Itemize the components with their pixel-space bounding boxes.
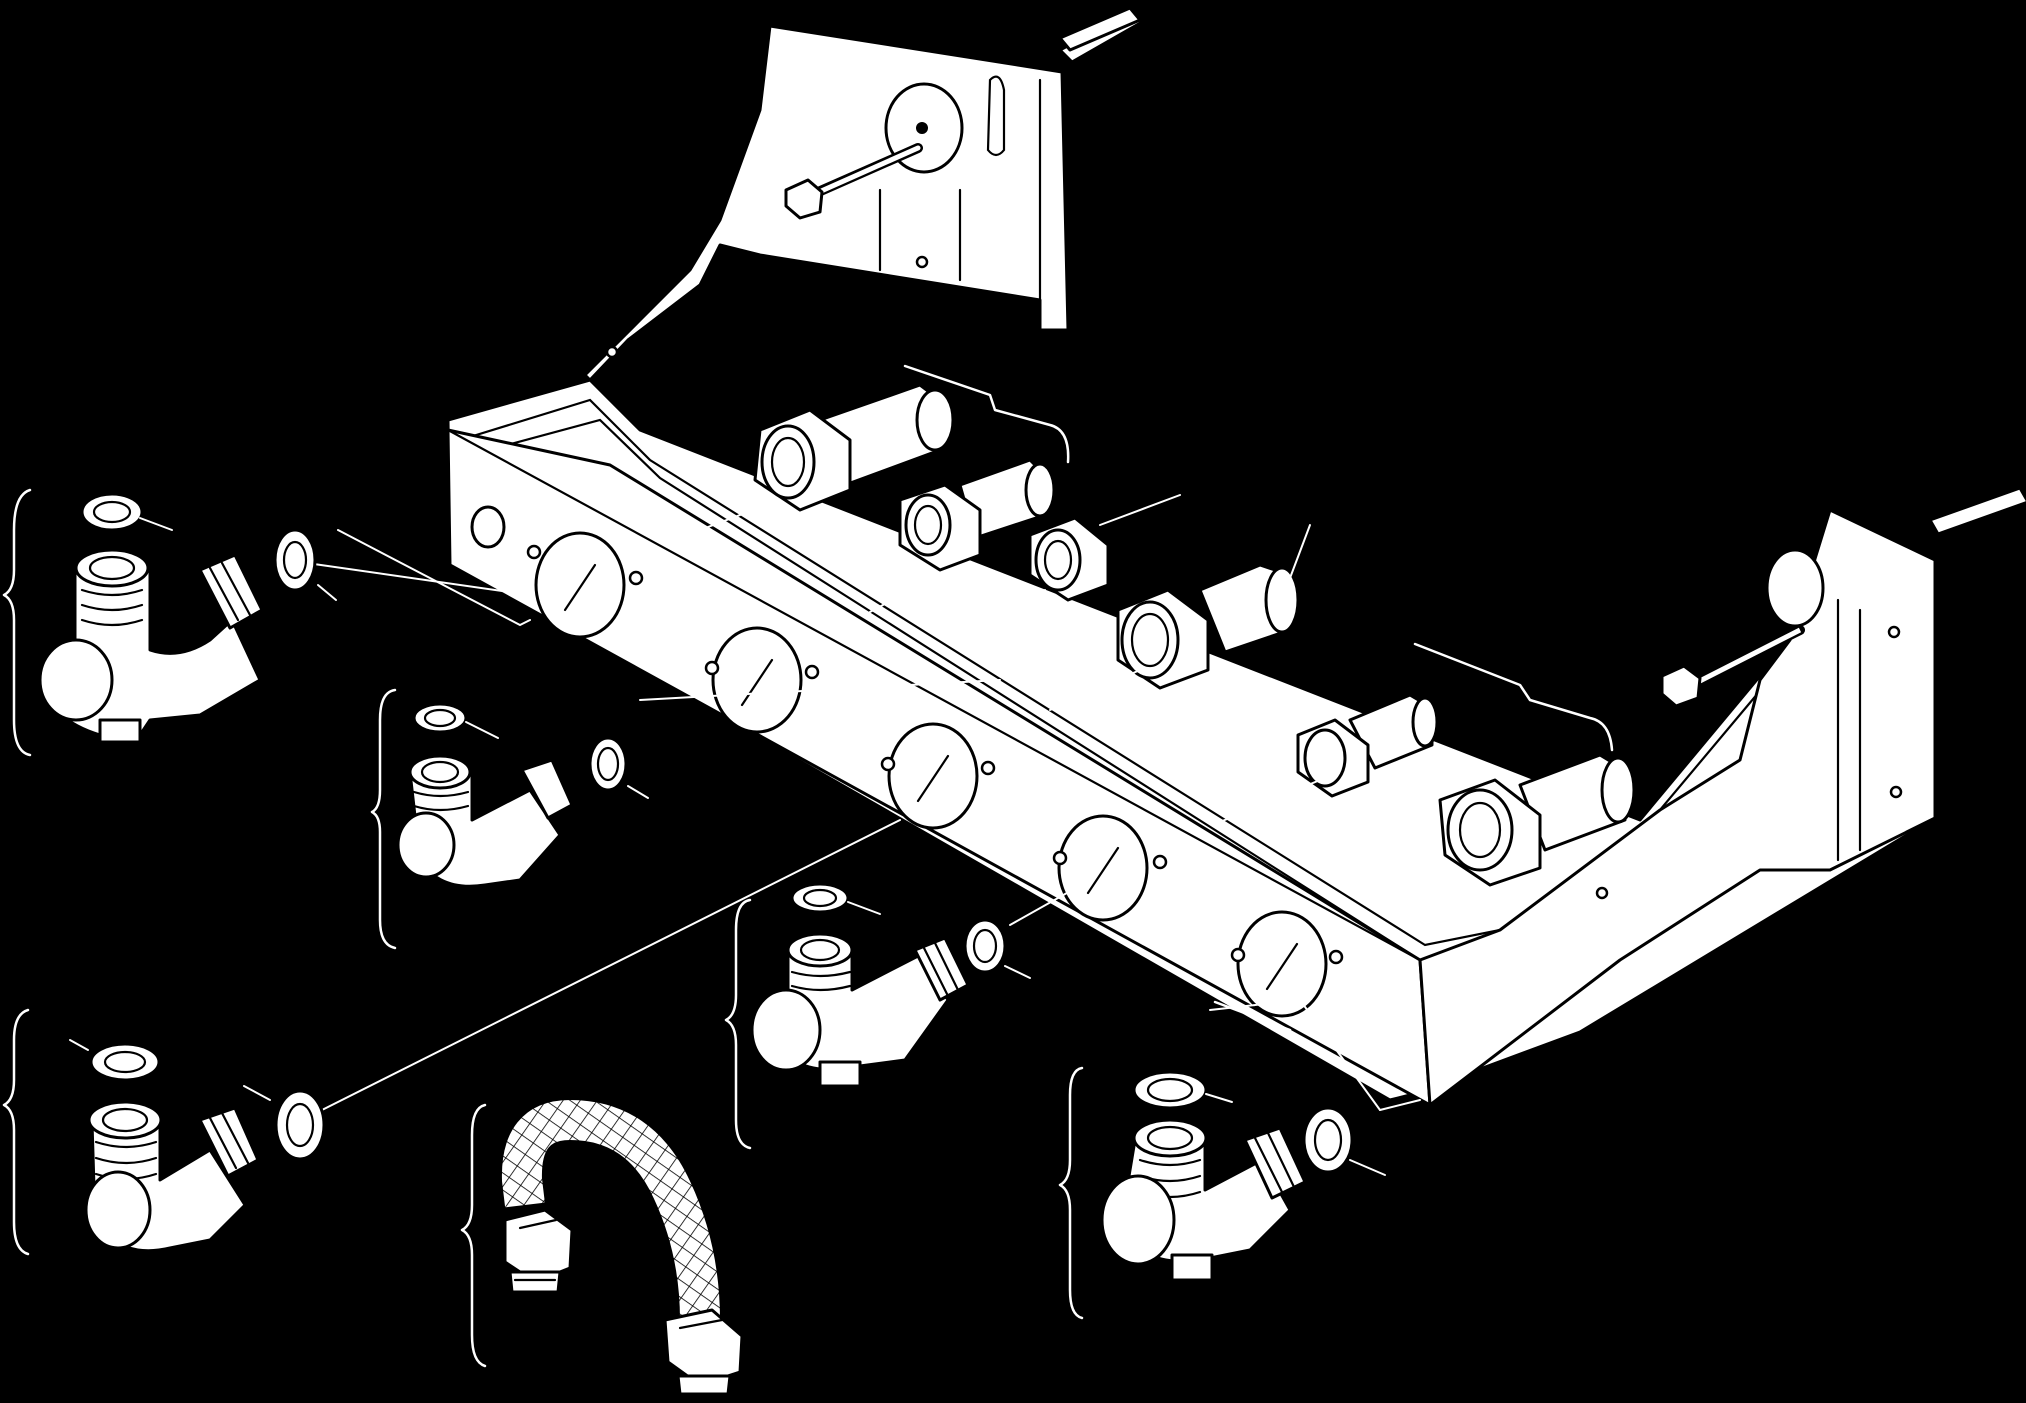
port-opening-2: [704, 626, 820, 734]
union-nut-icon: [1219, 693, 1439, 823]
valve-icon: [69, 1039, 326, 1253]
leader-lines: [285, 529, 1421, 1111]
hex-screw-icon: [1660, 625, 1805, 708]
union-nut-icon: [1384, 753, 1636, 916]
assembly-braces: [2, 364, 1614, 1368]
valve-icon: [750, 882, 1031, 1088]
valve-icon: [1100, 1070, 1386, 1282]
union-nut-icon: [699, 383, 955, 531]
washer-icon: [1765, 548, 1825, 628]
hex-screw-icon: [784, 143, 923, 220]
wall-plug-icon: [1928, 486, 2026, 536]
valve-icon: [396, 702, 649, 888]
braided-hose-icon: [498, 1096, 744, 1396]
mounting-bracket: [446, 24, 1937, 1107]
union-nut-icon: [964, 494, 1181, 626]
union-nut-icon: [869, 458, 1056, 613]
wall-plug-icon: [1058, 6, 1144, 64]
union-nut-icon: [1049, 524, 1311, 711]
valve-icon: [38, 492, 337, 744]
port-opening-1: [526, 531, 644, 639]
port-opening-4: [1052, 814, 1168, 922]
port-opening-3: [880, 722, 996, 830]
port-opening-5: [1230, 910, 1344, 1018]
